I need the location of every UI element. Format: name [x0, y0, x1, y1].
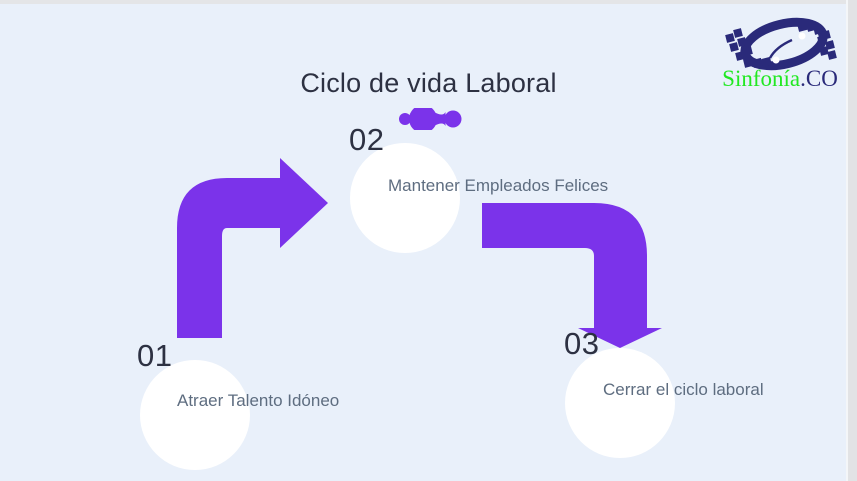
step-item-02[interactable]: 02 Mantener Empleados Felices	[349, 122, 750, 264]
step-number: 02	[349, 122, 385, 157]
step-item-03[interactable]: 03 Cerrar el ciclo laboral	[564, 326, 855, 468]
arrow-up-right-icon	[170, 158, 330, 338]
logo[interactable]: Sinfonía.CO	[714, 14, 846, 102]
page-title: Ciclo de vida Laboral	[0, 68, 857, 99]
step-number: 03	[564, 326, 600, 361]
step-label: Atraer Talento Idóneo	[177, 391, 340, 410]
ellipse-swoosh-icon	[714, 14, 846, 72]
logo-tld: .CO	[800, 66, 838, 91]
step-label: Cerrar el ciclo laboral	[603, 380, 764, 399]
slide-right-inner-edge	[846, 0, 848, 481]
logo-name: Sinfonía	[722, 66, 801, 91]
step-circle	[565, 348, 675, 458]
step-circle	[350, 143, 460, 253]
logo-wordmark: Sinfonía.CO	[714, 66, 846, 92]
step-label: Mantener Empleados Felices	[388, 176, 609, 195]
three-dots-connector-icon	[398, 105, 462, 133]
arrow-right-down-icon	[482, 196, 662, 348]
step-item-01[interactable]: 01 Atraer Talento Idóneo	[137, 338, 540, 481]
step-number: 01	[137, 338, 173, 373]
slide-top-edge	[0, 0, 857, 4]
page-title-text: Ciclo de vida Laboral	[300, 68, 557, 98]
step-circle	[140, 360, 250, 470]
slide-right-edge	[848, 0, 857, 481]
